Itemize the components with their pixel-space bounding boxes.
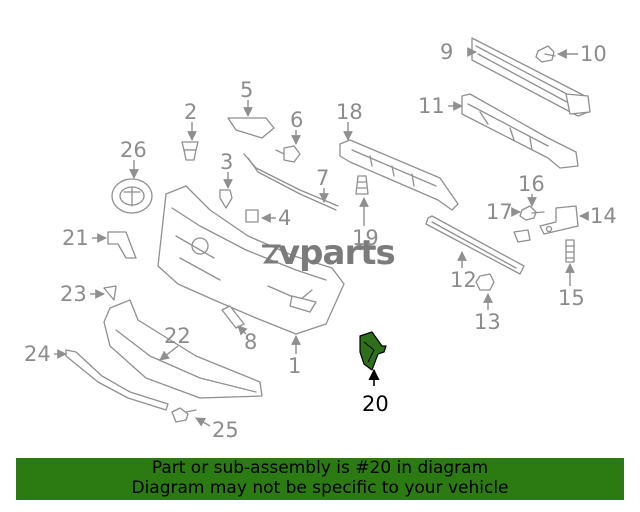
part-12-retainer — [425, 215, 525, 275]
callout-labels: 9 10 11 18 5 2 6 26 3 7 4 19 16 17 14 21… — [24, 40, 617, 442]
callout-7: 7 — [316, 166, 329, 190]
part-10-bolt — [535, 45, 556, 63]
callout-14: 14 — [590, 204, 617, 228]
part-11-absorber — [461, 93, 579, 169]
part-14-bracket — [539, 205, 579, 235]
callout-1: 1 — [288, 354, 301, 378]
part-23-clip — [103, 285, 117, 301]
callout-13: 13 — [474, 310, 501, 334]
part-17-clip — [513, 229, 531, 243]
watermark: vparts — [262, 233, 396, 273]
info-banner: Part or sub-assembly is #20 in diagram D… — [16, 458, 624, 500]
part-26-emblem — [111, 178, 153, 214]
callout-25: 25 — [212, 418, 239, 442]
part-13-nut — [475, 273, 495, 291]
callout-6: 6 — [290, 108, 303, 132]
callout-9: 9 — [440, 40, 453, 64]
callout-24: 24 — [24, 342, 51, 366]
part-16-bolt — [519, 205, 545, 221]
callout-26: 26 — [120, 138, 147, 162]
banner-line-2: Diagram may not be specific to your vehi… — [131, 478, 509, 498]
part-24-garnish — [65, 349, 169, 411]
part-25-screw — [171, 407, 197, 423]
leader-lines — [54, 47, 589, 427]
part-1-bumper-cover — [157, 185, 345, 335]
part-3-screw — [219, 189, 233, 209]
part-18-support — [339, 139, 459, 211]
callout-3: 3 — [220, 150, 233, 174]
part-19-bolt — [355, 175, 369, 195]
part-5-bracket — [227, 117, 275, 139]
callout-5: 5 — [240, 78, 253, 102]
part-9-reinforcement — [471, 37, 591, 117]
callout-15: 15 — [558, 286, 585, 310]
part-21-bracket — [107, 231, 137, 259]
callout-22: 22 — [164, 324, 191, 348]
callout-23: 23 — [60, 282, 87, 306]
watermark-text: vparts — [278, 233, 395, 273]
callout-11: 11 — [418, 94, 445, 118]
callout-4: 4 — [278, 206, 291, 230]
callout-20-highlighted: 20 — [362, 392, 389, 416]
callout-18: 18 — [336, 100, 363, 124]
part-6-bolt — [275, 145, 301, 163]
callout-12: 12 — [450, 268, 477, 292]
part-20-highlighted — [359, 331, 387, 371]
part-22-spoiler — [103, 299, 263, 399]
callout-21: 21 — [62, 226, 89, 250]
part-8-pin — [221, 305, 245, 329]
callout-17: 17 — [486, 200, 513, 224]
part-15-pin — [565, 239, 575, 263]
part-7-strip — [243, 153, 339, 211]
callout-10: 10 — [580, 42, 607, 66]
part-2-clip — [181, 141, 199, 161]
part-4-clip — [245, 209, 259, 223]
callout-8: 8 — [244, 330, 257, 354]
callout-2: 2 — [184, 100, 197, 124]
banner-line-1: Part or sub-assembly is #20 in diagram — [151, 458, 489, 478]
callout-19: 19 — [352, 226, 379, 250]
callout-16: 16 — [518, 172, 545, 196]
